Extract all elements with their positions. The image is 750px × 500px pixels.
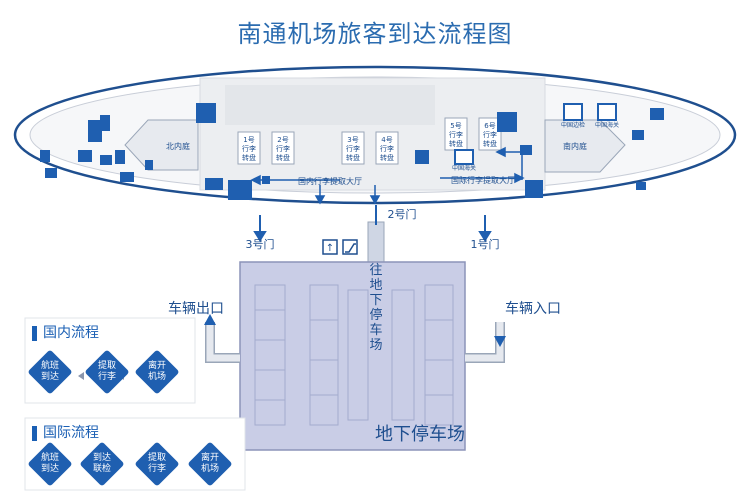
carousels xyxy=(237,117,502,165)
to-underground-char-4: 停 xyxy=(369,307,382,323)
domestic-step-2: 提取 行李 xyxy=(84,349,130,395)
carousel-3 xyxy=(341,131,365,165)
exit-ramp xyxy=(205,322,240,363)
to-underground-label: 往 地 下 停 车 场 xyxy=(369,263,382,353)
carousel-5-l1: 5号 xyxy=(450,122,461,130)
intl-step-1: 航班 到达 xyxy=(27,441,73,487)
to-underground-char-2: 地 xyxy=(369,278,382,293)
domestic-step-2-label: 提取 行李 xyxy=(97,361,116,382)
to-underground-char-5: 车 xyxy=(369,322,382,338)
intl-step-4-label: 离开 机场 xyxy=(200,453,219,474)
to-underground-char-1: 往 xyxy=(369,263,382,278)
hall-arrows xyxy=(250,146,525,205)
carousel-3-l2: 行李 xyxy=(346,144,360,153)
facility-blocks xyxy=(40,103,664,200)
domestic-flow-heading: 国内流程 xyxy=(32,322,99,342)
intl-step-3-label: 提取 行李 xyxy=(147,453,166,474)
intl-step-4: 离开 机场 xyxy=(187,441,233,487)
intl-flow-heading: 国际流程 xyxy=(32,422,99,442)
intl-step-2-label: 到达 联检 xyxy=(92,453,111,474)
customs-sign-1-label: 中国边检 xyxy=(561,121,585,129)
domestic-step-3-label: 离开 机场 xyxy=(147,361,166,382)
carousel-3-l3: 转盘 xyxy=(346,153,360,162)
entrance-ramp xyxy=(465,322,505,363)
intl-step-1-label: 航班 到达 xyxy=(40,453,59,474)
carousel-6-l3: 转盘 xyxy=(483,139,497,148)
domestic-flow-heading-text: 国内流程 xyxy=(43,325,99,341)
carousel-5-l3: 转盘 xyxy=(449,139,463,148)
north-court-label: 北内庭 xyxy=(166,141,190,151)
parking-lot xyxy=(239,261,466,451)
carousel-1-l3: 转盘 xyxy=(242,153,256,162)
carousel-2-l2: 行李 xyxy=(276,144,290,153)
intl-step-3: 提取 行李 xyxy=(134,441,180,487)
carousel-2-l3: 转盘 xyxy=(276,153,290,162)
gate1-label: 1号门 xyxy=(471,237,500,251)
exit-arrow xyxy=(204,314,216,325)
intl-hall-label: 国际行李提取大厅 xyxy=(451,175,515,185)
elevator-icon xyxy=(322,239,338,255)
carousel-2-l1: 2号 xyxy=(277,136,288,144)
intl-flow-heading-text: 国际流程 xyxy=(43,425,99,441)
to-underground-char-6: 场 xyxy=(369,338,382,353)
hall-block xyxy=(225,85,435,125)
svg-text:↑: ↑ xyxy=(326,243,334,254)
customs-sign-3-label: 中国海关 xyxy=(452,164,476,172)
customs-signs xyxy=(454,103,617,165)
carousel-4-l3: 转盘 xyxy=(380,153,394,162)
vehicle-exit-label: 车辆出口 xyxy=(168,300,224,317)
south-court-label: 南内庭 xyxy=(563,141,587,151)
carousel-labels: 1号 行李 转盘 2号 行李 转盘 3号 行李 转盘 4号 行李 转盘 5号 行… xyxy=(242,122,497,162)
carousel-2 xyxy=(271,131,295,165)
north-court xyxy=(124,119,199,171)
parking-label: 地下停车场 xyxy=(375,424,465,445)
domestic-step-1: 航班 到达 xyxy=(27,349,73,395)
carousel-4 xyxy=(375,131,399,165)
domestic-hall-label: 国内行李提取大厅 xyxy=(298,176,362,186)
parking-stalls xyxy=(254,284,454,426)
entrance-arrow xyxy=(494,336,506,347)
carousel-1-l1: 1号 xyxy=(243,136,254,144)
gate2-label: 2号门 xyxy=(388,207,417,221)
domestic-step-3: 离开 机场 xyxy=(134,349,180,395)
vehicle-entrance-label: 车辆入口 xyxy=(505,300,561,317)
heading-bar xyxy=(32,325,37,341)
to-underground-char-3: 下 xyxy=(369,293,382,308)
intl-step-2: 到达 联检 xyxy=(79,441,125,487)
carousel-6 xyxy=(478,117,502,151)
carousel-6-l1: 6号 xyxy=(484,122,495,130)
carousel-6-l2: 行李 xyxy=(483,130,497,139)
gate-arrows xyxy=(253,215,492,242)
heading-bar xyxy=(32,425,37,441)
south-court xyxy=(544,119,626,173)
carousel-4-l1: 4号 xyxy=(381,136,392,144)
gate3-label: 3号门 xyxy=(246,237,275,251)
carousel-1 xyxy=(237,131,261,165)
carousel-4-l2: 行李 xyxy=(380,144,394,153)
carousel-5-l2: 行李 xyxy=(449,130,463,139)
domestic-step-1-label: 航班 到达 xyxy=(40,361,59,382)
carousel-3-l1: 3号 xyxy=(347,136,358,144)
carousel-1-l2: 行李 xyxy=(242,144,256,153)
page-title: 南通机场旅客到达流程图 xyxy=(237,20,513,48)
customs-sign-2-label: 中国海关 xyxy=(595,121,619,129)
